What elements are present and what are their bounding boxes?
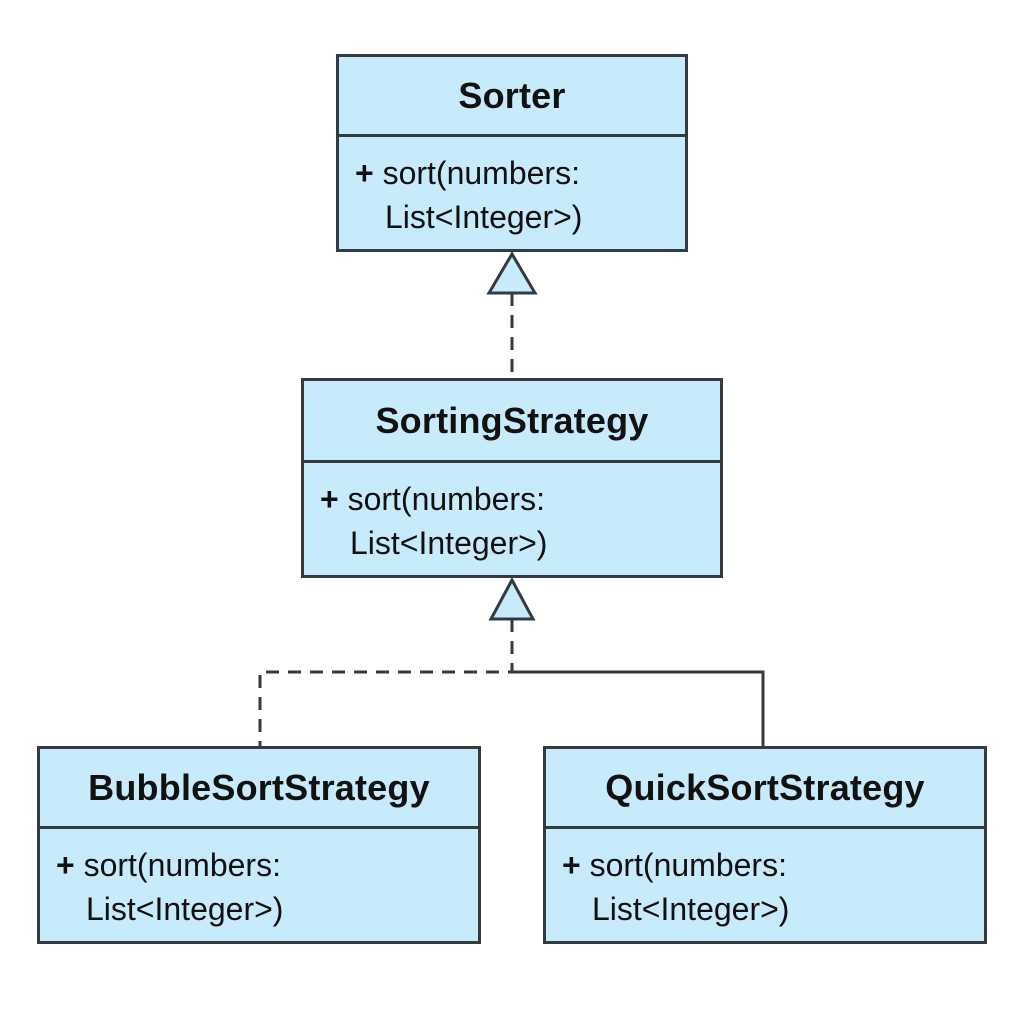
visibility-marker: + bbox=[320, 481, 339, 517]
realization-bubblesort-to-sortingstrategy bbox=[258, 619, 514, 746]
visibility-marker: + bbox=[562, 847, 581, 883]
arrowhead-into-sortingstrategy bbox=[488, 576, 536, 621]
operation-params: List<Integer>) bbox=[350, 525, 548, 561]
operation-signature: sort(numbers: bbox=[83, 847, 281, 883]
class-name: SortingStrategy bbox=[304, 381, 720, 463]
operation-line: + sort(numbers: bbox=[56, 843, 478, 887]
realization-sortingstrategy-to-sorter bbox=[486, 251, 538, 378]
operation-line: + sort(numbers: bbox=[355, 151, 685, 195]
class-box-sorter: Sorter + sort(numbers: List<Integer>) bbox=[336, 54, 688, 252]
operation-signature: sort(numbers: bbox=[589, 847, 787, 883]
operation-signature: sort(numbers: bbox=[347, 481, 545, 517]
hollow-triangle-arrowhead bbox=[486, 251, 538, 295]
operation-params: List<Integer>) bbox=[592, 891, 790, 927]
class-name: QuickSortStrategy bbox=[546, 749, 984, 829]
operation-params: List<Integer>) bbox=[385, 199, 583, 235]
operations-compartment: + sort(numbers: List<Integer>) bbox=[40, 829, 478, 931]
operations-compartment: + sort(numbers: List<Integer>) bbox=[304, 463, 720, 565]
operation-line: + sort(numbers: bbox=[562, 843, 984, 887]
operation-params: List<Integer>) bbox=[86, 891, 284, 927]
visibility-marker: + bbox=[56, 847, 75, 883]
dashed-connector-line bbox=[258, 619, 514, 746]
operations-compartment: + sort(numbers: List<Integer>) bbox=[546, 829, 984, 931]
visibility-marker: + bbox=[355, 155, 374, 191]
class-box-bubblesortstrategy: BubbleSortStrategy + sort(numbers: List<… bbox=[37, 746, 481, 944]
class-box-quicksortstrategy: QuickSortStrategy + sort(numbers: List<I… bbox=[543, 746, 987, 944]
generalization-quicksort-to-sortingstrategy bbox=[512, 670, 765, 746]
operations-compartment: + sort(numbers: List<Integer>) bbox=[339, 137, 685, 239]
solid-connector-line bbox=[512, 670, 765, 746]
hollow-triangle-arrowhead bbox=[488, 576, 536, 621]
operation-line: + sort(numbers: bbox=[320, 477, 720, 521]
operation-signature: sort(numbers: bbox=[382, 155, 580, 191]
class-name: BubbleSortStrategy bbox=[40, 749, 478, 829]
class-box-sortingstrategy: SortingStrategy + sort(numbers: List<Int… bbox=[301, 378, 723, 578]
class-name: Sorter bbox=[339, 57, 685, 137]
